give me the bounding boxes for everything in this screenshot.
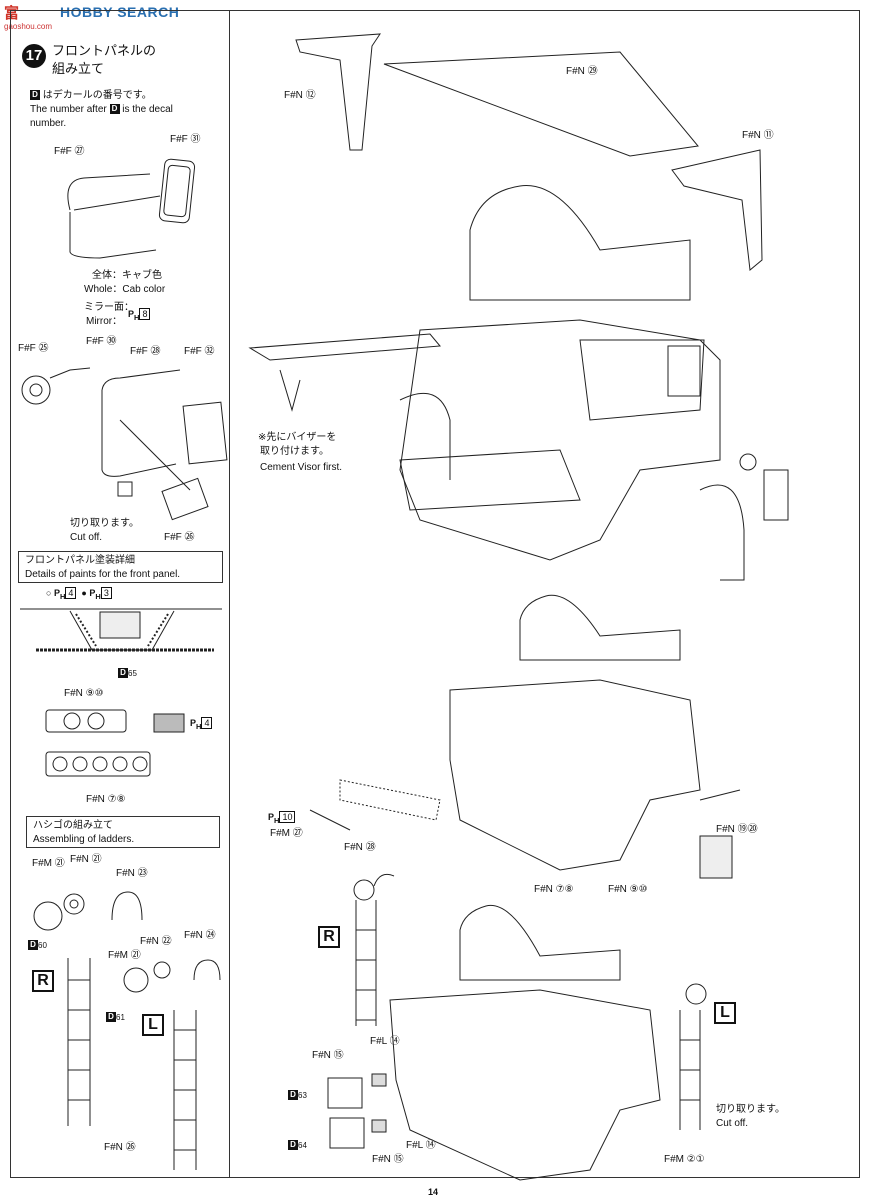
cutoff-jp: 切り取ります。 [70,518,139,529]
ladder-l-marker: L [142,1014,164,1036]
label-fn21: F#N ㉑ [70,854,102,865]
label-fm67: F#M ㉗ [270,828,303,839]
step-title-line2: 組み立て [52,61,105,76]
label-ff27: F#F ㉗ [54,146,85,157]
truck-cab-3-icon [327,873,707,1181]
visor-note-jp1: ※先にバイザーを [258,432,337,443]
truck-cab-2-icon [309,594,741,879]
ladder-title-en: Assembling of ladders. [33,834,135,845]
color-mirror-jp: ミラー面： [84,302,134,313]
decal-note-jp: D はデカールの番号です。 [30,90,152,102]
ladder-title-box: ハシゴの組み立て Assembling of ladders. [26,816,220,848]
watermark-sub: gaoshou.com [4,22,53,31]
label-fn78b: F#N ⑦⑧ [534,884,574,895]
label-fn11: F#N ⑪ [742,130,774,141]
label-ff30: F#F ㉚ [86,336,117,347]
watermark-text: HOBBY SEARCH [60,4,180,20]
label-fm61b: F#M ㉑ [108,950,141,961]
mirror-assembly-1-icon [67,158,196,259]
main-l-marker: L [714,1002,736,1024]
ladder-r-marker: R [32,970,54,992]
label-ff31: F#F ㉛ [170,134,201,145]
label-fn23: F#N ㉓ [116,868,148,879]
label-fn22: F#N ㉒ [140,936,172,947]
paint-details-jp: フロントパネル塗装詳細 [25,555,135,566]
mirror-assembly-2-icon [21,367,228,521]
label-ff32: F#F ㉜ [184,346,215,357]
lamp-bars-icon [45,709,185,777]
color-mirror-en: Mirror： [86,316,123,327]
paint-detail-panel-icon [20,608,222,652]
label-fl14a: F#L ⑭ [370,1036,400,1047]
label-fm61a: F#M ㉑ [32,858,65,869]
step-number-badge: 17 [22,44,46,68]
color-whole-en: Whole：Cab color [84,284,166,295]
truck-cab-1-icon [248,185,789,581]
label-fn24: F#N ㉔ [184,930,216,941]
cut-note-en: Cut off. [716,1118,749,1129]
step-title-line1: フロントパネルの [52,43,157,58]
cut-note-jp: 切り取ります。 [716,1104,785,1115]
page-frame [10,10,860,1178]
visor-brackets-icon [295,33,763,271]
label-fm21: F#M ②① [664,1154,705,1165]
decal-note-en: The number after D is the decal [30,104,173,115]
label-fn1920: F#N ⑲⑳ [716,824,758,835]
label-ff28: F#F ㉘ [130,346,161,357]
color-whole-jp: 全体：キャブ色 [92,270,162,281]
watermark-glyph: 富 [4,5,20,22]
label-ff26: F#F ㉖ [164,532,195,543]
label-fn15a: F#N ⑮ [312,1050,344,1061]
decal-badge-icon: D [109,104,120,115]
label-fn15b: F#N ⑮ [372,1154,404,1165]
page-number: 14 [428,1187,439,1197]
visor-note-en: Cement Visor first. [260,462,343,473]
label-fn910: F#N ⑨⑩ [64,688,104,699]
column-divider [229,10,230,1178]
label-fn78: F#N ⑦⑧ [86,794,126,805]
label-fn910b: F#N ⑨⑩ [608,884,648,895]
decal-note-en-2: number. [30,118,67,129]
cutoff-en: Cut off. [70,532,103,543]
label-fn29: F#N ㉙ [566,66,598,77]
ladder-left-icon [33,891,221,1170]
label-fn28: F#N ㉘ [344,842,376,853]
label-fn12: F#N ⑫ [284,90,316,101]
paint-details-en: Details of paints for the front panel. [25,569,181,580]
label-ff25: F#F ㉕ [18,343,49,354]
label-fn26: F#N ㉖ [104,1142,136,1153]
main-r-marker: R [318,926,340,948]
paint-details-box: フロントパネル塗装詳細 Details of paints for the fr… [18,551,223,583]
label-fl14b: F#L ⑭ [406,1140,436,1151]
decal-badge-icon: D [30,90,40,101]
ladder-title-jp: ハシゴの組み立て [33,820,113,831]
visor-note-jp2: 取り付けます。 [260,446,329,457]
